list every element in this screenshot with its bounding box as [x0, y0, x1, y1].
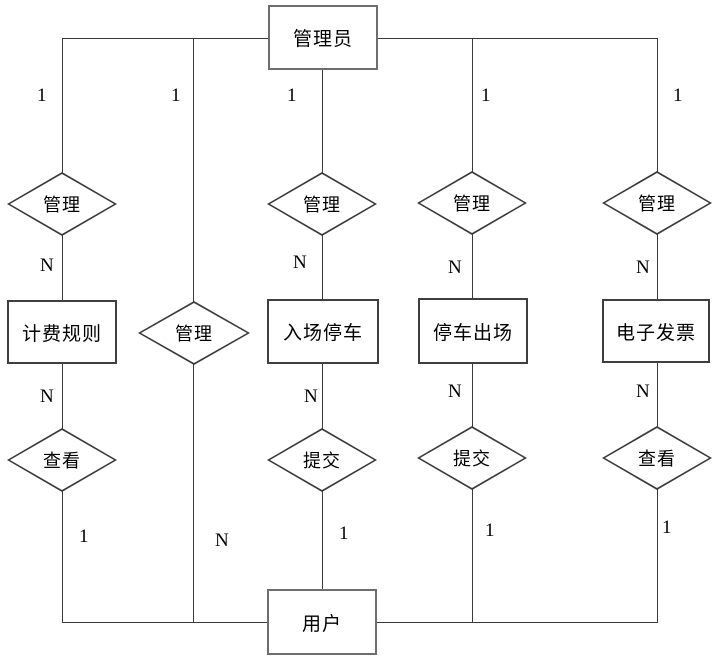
entity-label: 入场停车 [282, 323, 363, 344]
cardinality-label: N [214, 530, 230, 551]
entity-label: 电子发票 [615, 322, 696, 344]
cardinality-label: 1 [78, 526, 90, 547]
entity-admin: 管理员 [268, 5, 378, 70]
cardinality-label: 1 [338, 523, 350, 544]
cardinality-label: 1 [672, 85, 684, 106]
relationship-submit-entry: 提交 [267, 428, 377, 492]
entity-billing-rules: 计费规则 [7, 300, 117, 364]
cardinality-label: N [635, 381, 651, 402]
relationship-label: 查看 [638, 449, 676, 469]
cardinality-label: N [303, 386, 319, 407]
cardinality-label: N [635, 257, 651, 278]
relationship-view-billing: 查看 [7, 428, 117, 492]
entity-e-invoice: 电子发票 [602, 299, 710, 363]
relationship-label: 管理 [638, 194, 676, 214]
relationship-manage-entry: 管理 [267, 172, 377, 236]
relationship-label: 提交 [303, 451, 341, 471]
entity-admin-label: 管理员 [292, 29, 353, 50]
relationship-label: 管理 [303, 195, 341, 215]
relationship-manage-exit: 管理 [417, 171, 527, 235]
cardinality-label: 1 [286, 85, 298, 106]
relationship-label: 提交 [453, 449, 491, 469]
cardinality-label: N [292, 252, 308, 273]
relationship-label: 管理 [175, 324, 213, 344]
entity-label: 停车出场 [432, 322, 513, 344]
entity-user: 用户 [267, 589, 377, 655]
cardinality-label: N [447, 257, 463, 278]
relationship-manage-billing: 管理 [7, 172, 117, 236]
cardinality-label: 1 [661, 517, 673, 538]
entity-entry-parking: 入场停车 [267, 299, 379, 364]
entity-label: 计费规则 [21, 323, 102, 345]
relationship-label: 查看 [43, 451, 81, 471]
entity-parking-exit: 停车出场 [418, 298, 528, 364]
entity-user-label: 用户 [301, 613, 342, 635]
cardinality-label: N [447, 381, 463, 402]
relationship-manage-invoice: 管理 [602, 171, 712, 235]
cardinality-label: 1 [484, 520, 496, 541]
cardinality-label: N [39, 255, 55, 276]
cardinality-label: N [39, 386, 55, 407]
relationship-label: 管理 [43, 195, 81, 215]
relationship-manage-user: 管理 [138, 301, 250, 365]
cardinality-label: 1 [480, 85, 492, 106]
cardinality-label: 1 [170, 85, 182, 106]
cardinality-label: 1 [36, 85, 48, 106]
relationship-view-invoice: 查看 [602, 426, 712, 490]
relationship-label: 管理 [453, 194, 491, 214]
relationship-submit-exit: 提交 [417, 426, 527, 490]
